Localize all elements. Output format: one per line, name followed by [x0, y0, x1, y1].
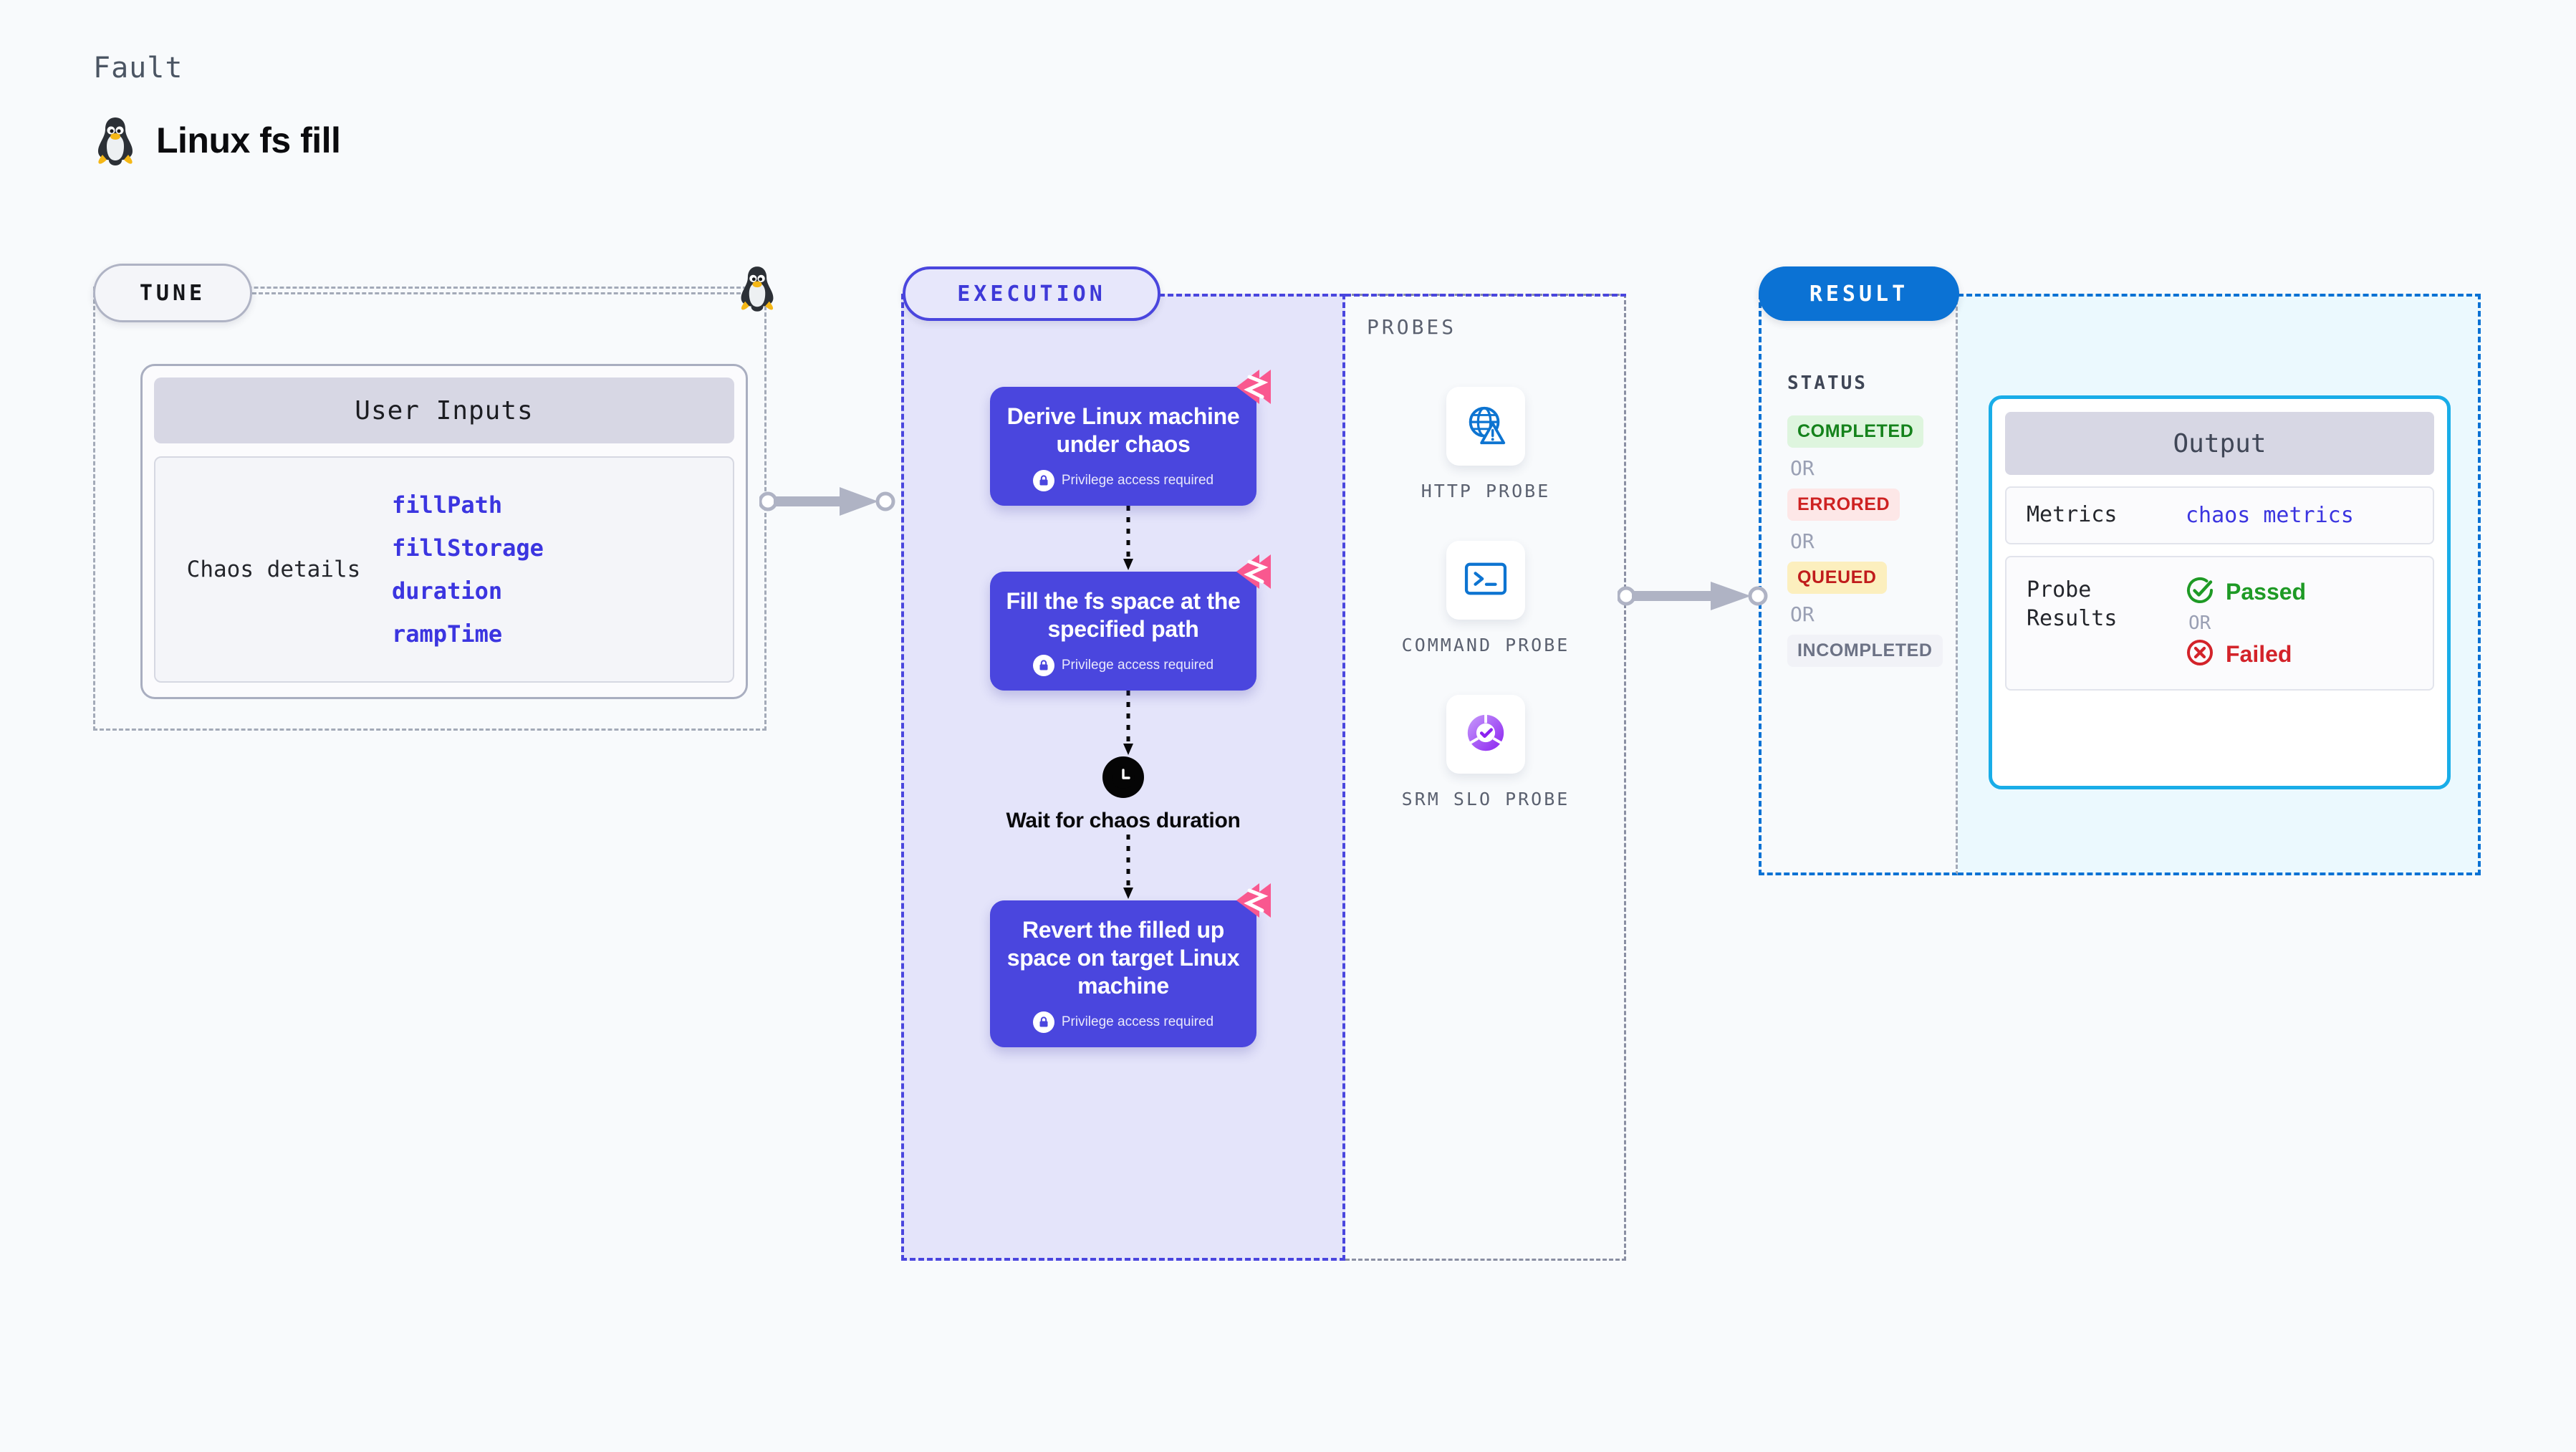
output-card: Output Metrics chaos metrics Probe Resul… [1989, 395, 2451, 789]
slo-gauge-check-icon [1464, 711, 1508, 759]
status-badge-incompleted: INCOMPLETED [1787, 635, 1943, 667]
probe-item-command[interactable]: COMMAND PROBE [1402, 541, 1570, 658]
metrics-value[interactable]: chaos metrics [2186, 502, 2354, 528]
probes-list: HTTP PROBE COMMAND PROBE [1345, 387, 1626, 812]
status-section-label: STATUS [1787, 372, 1868, 394]
status-or-3: OR [1790, 602, 1815, 626]
privilege-note: Privilege access required [1003, 470, 1244, 492]
tune-connector-dashline [252, 292, 754, 294]
probes-zone-top-border [1345, 294, 1626, 297]
lock-icon [1032, 1011, 1054, 1033]
connector-probes-to-result [1618, 580, 1775, 612]
status-badge-queued: QUEUED [1787, 562, 1887, 594]
output-header: Output [2005, 412, 2434, 475]
probe-results-or: OR [2188, 612, 2211, 634]
probe-item-http[interactable]: HTTP PROBE [1421, 387, 1551, 504]
execution-flow: Derive Linux machine under chaos Privile… [901, 294, 1345, 1261]
tune-value-duration[interactable]: duration [392, 577, 503, 605]
output-probe-results-row: Probe Results Passed OR [2005, 555, 2434, 691]
probe-tile [1446, 695, 1525, 774]
result-pill[interactable]: RESULT [1759, 266, 1959, 321]
execution-node-title: Fill the fs space at the specified path [1006, 588, 1241, 643]
probe-label: HTTP PROBE [1421, 481, 1551, 501]
privilege-note: Privilege access required [1003, 655, 1244, 677]
status-list: COMPLETED OR ERRORED OR QUEUED OR INCOMP… [1787, 415, 1943, 667]
chaos-details-values: fillPath fillStorage duration rampTime [392, 491, 544, 648]
probe-tile [1446, 387, 1525, 466]
chaos-details-row: Chaos details fillPath fillStorage durat… [154, 456, 734, 683]
failed-label: Failed [2226, 640, 2292, 667]
linux-tux-icon [93, 115, 138, 166]
wait-node-label: Wait for chaos duration [1006, 809, 1241, 833]
execution-node-wait-for-chaos-duration[interactable]: Wait for chaos duration [1006, 756, 1241, 835]
probes-section-label: PROBES [1367, 315, 1457, 339]
privilege-note-text: Privilege access required [1061, 1014, 1214, 1029]
execution-node-title: Revert the filled up space on target Lin… [1006, 916, 1240, 999]
flow-arrow-1 [1121, 506, 1133, 572]
lock-icon [1032, 470, 1054, 492]
lock-icon [1032, 655, 1054, 677]
globe-warning-icon [1464, 403, 1508, 451]
page-title: Linux fs fill [156, 120, 341, 160]
probe-item-srm-slo[interactable]: SRM SLO PROBE [1402, 695, 1570, 812]
tune-value-fillstorage[interactable]: fillStorage [392, 534, 544, 562]
metrics-label: Metrics [2027, 502, 2118, 527]
passed-label: Passed [2226, 578, 2307, 605]
probe-label: SRM SLO PROBE [1401, 789, 1570, 809]
flow-arrow-3 [1121, 834, 1133, 900]
fault-injection-badge-icon [1231, 550, 1275, 595]
clock-icon [1102, 756, 1144, 799]
user-inputs-header: User Inputs [154, 378, 734, 443]
privilege-note-text: Privilege access required [1061, 473, 1214, 489]
probe-results-values: Passed OR Failed [2186, 576, 2306, 670]
privilege-note-text: Privilege access required [1061, 658, 1214, 673]
connector-tune-to-execution [759, 486, 903, 517]
page-kicker: Fault [93, 52, 183, 85]
user-inputs-card: User Inputs Chaos details fillPath fillS… [140, 364, 748, 699]
execution-pill[interactable]: EXECUTION [903, 266, 1160, 321]
probe-result-failed: Failed [2186, 638, 2306, 670]
status-badge-completed: COMPLETED [1787, 415, 1924, 448]
privilege-note: Privilege access required [1003, 1011, 1244, 1033]
probe-results-label: Probe Results [2027, 577, 2118, 632]
check-circle-icon [2186, 576, 2214, 608]
fault-injection-badge-icon [1231, 365, 1275, 410]
fault-injection-badge-icon [1231, 879, 1275, 923]
tune-pill[interactable]: TUNE [93, 264, 252, 322]
x-circle-icon [2186, 638, 2214, 670]
flow-arrow-2 [1121, 691, 1133, 756]
execution-node-derive-linux-machine[interactable]: Derive Linux machine under chaos Privile… [990, 370, 1271, 506]
tune-value-fillpath[interactable]: fillPath [392, 491, 503, 519]
execution-node-revert-filled-space[interactable]: Revert the filled up space on target Lin… [990, 883, 1271, 1047]
page-title-row: Linux fs fill [93, 115, 341, 166]
status-badge-errored: ERRORED [1787, 489, 1900, 521]
tune-value-ramptime[interactable]: rampTime [392, 620, 503, 648]
probe-result-passed: Passed [2186, 576, 2306, 608]
tune-linux-tux-icon [736, 264, 778, 316]
status-or-1: OR [1790, 456, 1815, 480]
execution-node-fill-fs-space[interactable]: Fill the fs space at the specified path … [990, 554, 1271, 691]
output-metrics-row: Metrics chaos metrics [2005, 486, 2434, 544]
probe-label: COMMAND PROBE [1401, 635, 1570, 655]
probe-tile [1446, 541, 1525, 620]
status-or-2: OR [1790, 529, 1815, 553]
chaos-details-label: Chaos details [186, 557, 361, 582]
execution-node-title: Derive Linux machine under chaos [1006, 403, 1240, 458]
terminal-prompt-icon [1464, 560, 1508, 601]
